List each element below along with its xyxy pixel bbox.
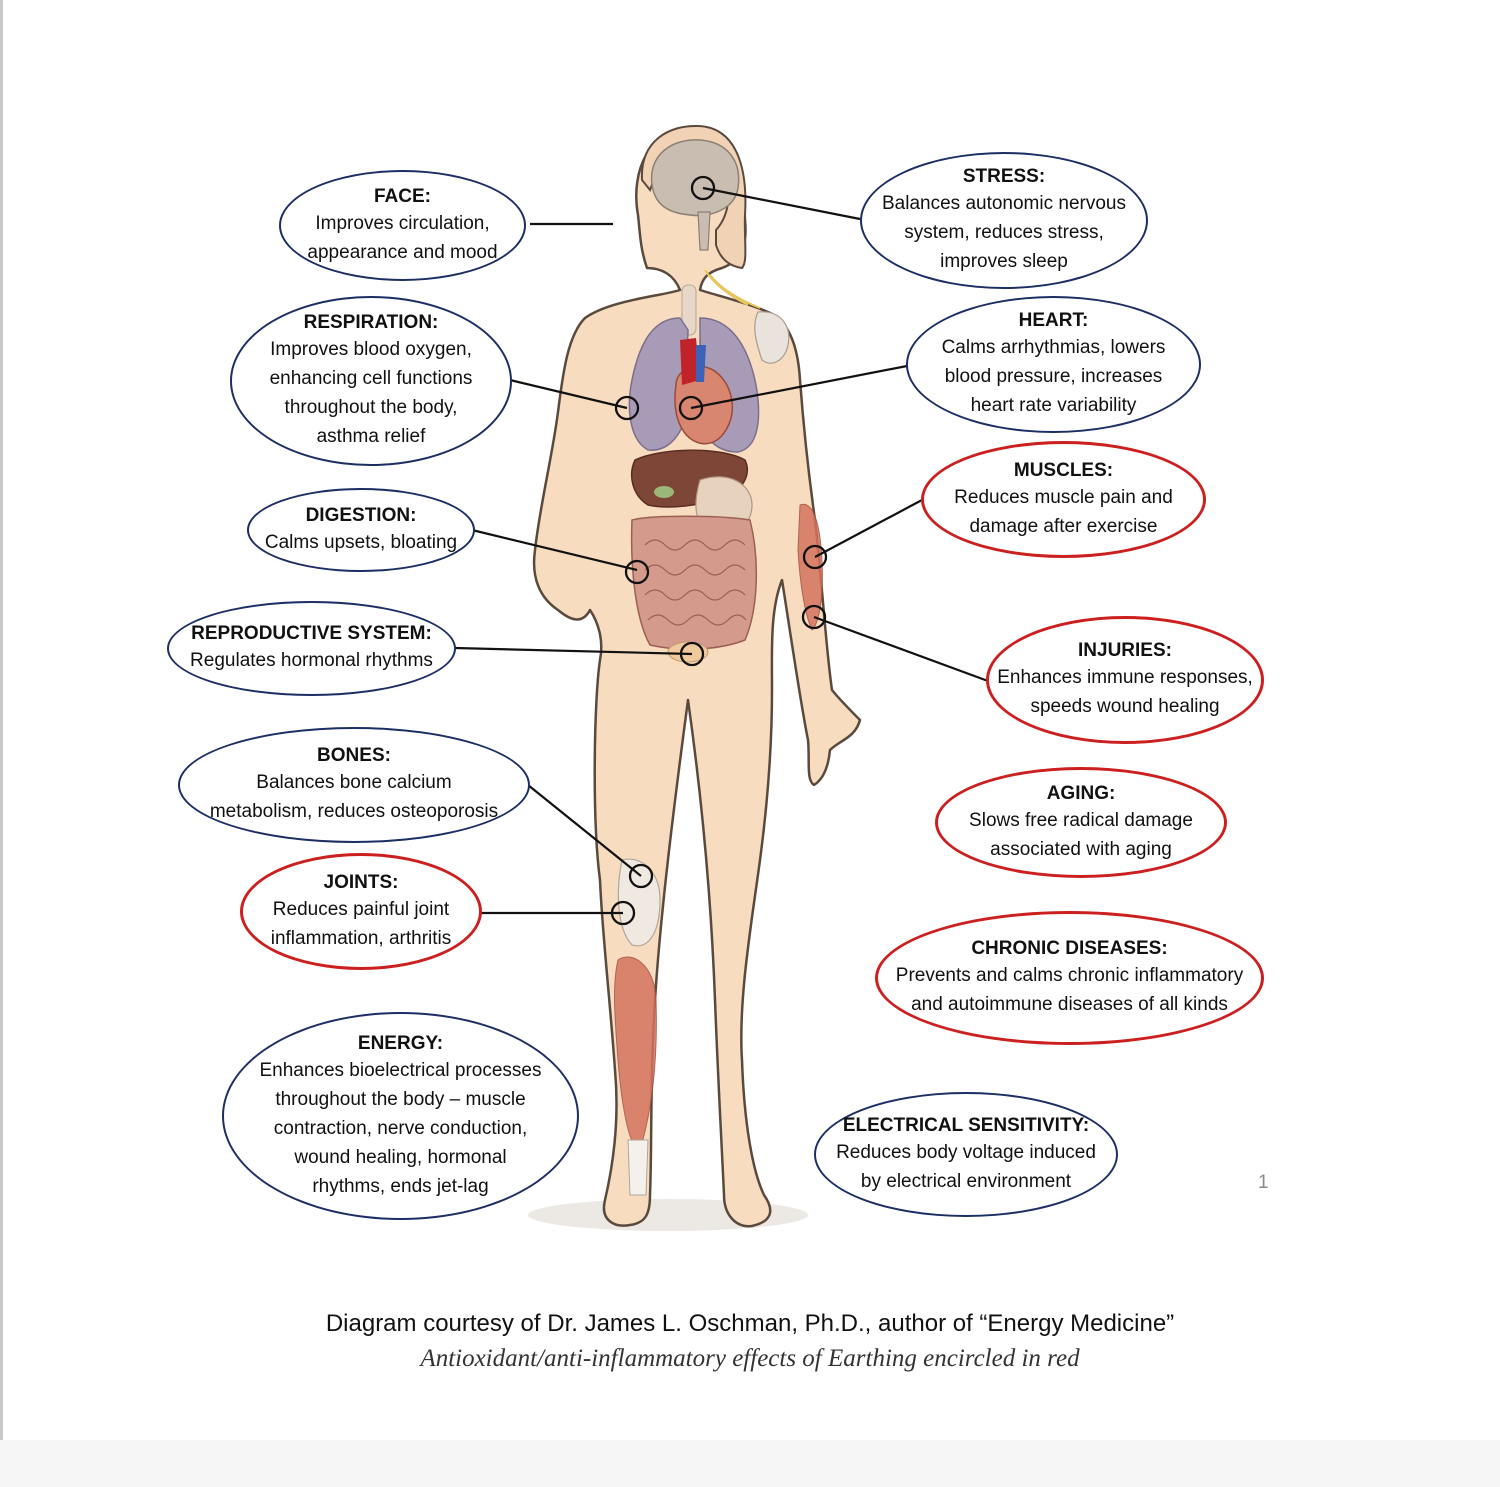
face-text: Improves circulation, appearance and moo… xyxy=(307,212,498,263)
bone-marker xyxy=(628,863,654,889)
aorta xyxy=(680,338,700,385)
face-title: FACE: xyxy=(374,185,431,207)
electrical-label: ELECTRICAL SENSITIVITY: Reduces body vol… xyxy=(814,1092,1118,1217)
digestion-label: DIGESTION: Calms upsets, bloating xyxy=(247,488,475,572)
credit-caption: Diagram courtesy of Dr. James L. Oschman… xyxy=(325,1310,1175,1337)
digestion-title: DIGESTION: xyxy=(305,504,417,526)
respiration-connector xyxy=(509,378,628,410)
stress-connector xyxy=(702,186,861,221)
energy-text: Enhances bioelectrical processes through… xyxy=(259,1059,542,1197)
reproductive-label: REPRODUCTIVE SYSTEM: Regulates hormonal … xyxy=(167,601,456,696)
heart-label: HEART: Calms arrhythmias, lowers blood p… xyxy=(906,296,1201,433)
electrical-text: Reduces body voltage induced by electric… xyxy=(836,1141,1096,1192)
bones-text: Balances bone calcium metabolism, reduce… xyxy=(209,772,499,822)
bladder xyxy=(667,641,709,663)
shoulder-joint xyxy=(754,311,790,364)
lung-right xyxy=(628,317,689,451)
heart-text: Calms arrhythmias, lowers blood pressure… xyxy=(941,337,1166,416)
energy-title: ENERGY: xyxy=(357,1032,444,1054)
muscle-marker xyxy=(802,544,828,570)
stress-title: STRESS: xyxy=(962,166,1046,187)
injuries-label: INJURIES: Enhances immune responses, spe… xyxy=(986,616,1264,744)
bottom-band xyxy=(0,1440,1500,1487)
bones-label: BONES: Balances bone calcium metabolism,… xyxy=(178,727,530,843)
aging-label: AGING: Slows free radical damage associa… xyxy=(935,767,1227,878)
injuries-text: Enhances immune responses, speeds wound … xyxy=(997,667,1253,717)
connector-lines xyxy=(454,186,989,915)
trachea xyxy=(681,284,697,336)
tendon xyxy=(627,1139,649,1196)
joints-text: Reduces painful joint inflammation, arth… xyxy=(270,898,452,949)
injuries-title: INJURIES: xyxy=(1078,640,1172,661)
wrist-marker xyxy=(801,604,827,630)
respiration-title: RESPIRATION: xyxy=(303,312,439,333)
lung-marker xyxy=(614,395,640,421)
chronic-text: Prevents and calms chronic inflammatory … xyxy=(895,965,1244,1015)
note-caption: Antioxidant/anti-inflammatory effects of… xyxy=(420,1345,1080,1372)
muscles-label: MUSCLES: Reduces muscle pain and damage … xyxy=(921,441,1206,558)
brain xyxy=(650,139,740,217)
left-edge-line xyxy=(0,0,3,1487)
reproductive-marker xyxy=(679,641,705,667)
vena-cava xyxy=(696,345,706,382)
digestion-text: Calms upsets, bloating xyxy=(264,531,458,553)
digestion-connector xyxy=(471,528,638,572)
muscles-title: MUSCLES: xyxy=(1013,459,1114,481)
chronic-title: CHRONIC DISEASES: xyxy=(971,938,1168,959)
muscles-text: Reduces muscle pain and damage after exe… xyxy=(954,486,1173,537)
face-label: FACE: Improves circulation, appearance a… xyxy=(279,170,526,281)
chronic-label: CHRONIC DISEASES: Prevents and calms chr… xyxy=(875,911,1264,1045)
respiration-text: Improves blood oxygen, enhancing cell fu… xyxy=(269,339,473,447)
electrical-title: ELECTRICAL SENSITIVITY: xyxy=(842,1114,1090,1136)
heart-title: HEART: xyxy=(1018,310,1089,331)
bones-title: BONES: xyxy=(317,745,391,766)
intestine-marker xyxy=(624,559,650,585)
aging-text: Slows free radical damage associated wit… xyxy=(969,809,1193,860)
energy-label: ENERGY: Enhances bioelectrical processes… xyxy=(222,1012,579,1220)
injuries-connector xyxy=(813,615,989,683)
brain-marker xyxy=(690,175,716,201)
aging-title: AGING: xyxy=(1046,782,1116,804)
markers xyxy=(610,175,828,926)
heart-marker xyxy=(678,395,704,421)
stress-text: Balances autonomic nervous system, reduc… xyxy=(882,193,1126,272)
stress-label: STRESS: Balances autonomic nervous syste… xyxy=(860,152,1148,289)
reproductive-title: REPRODUCTIVE SYSTEM: xyxy=(191,623,432,644)
reproductive-text: Regulates hormonal rhythms xyxy=(190,650,433,671)
muscles-connector xyxy=(814,499,923,558)
body-silhouette xyxy=(532,125,862,1228)
joint-marker xyxy=(610,900,636,926)
brainstem xyxy=(697,211,711,251)
respiration-label: RESPIRATION: Improves blood oxygen, enha… xyxy=(230,296,512,466)
intestines xyxy=(630,515,758,650)
intestine-folds xyxy=(644,539,747,626)
gallbladder xyxy=(654,486,674,498)
heart-connector xyxy=(690,364,908,410)
joints-title: JOINTS: xyxy=(323,871,399,893)
joints-label: JOINTS: Reduces painful joint inflammati… xyxy=(240,853,482,970)
page-number: 1 xyxy=(1258,1172,1269,1193)
neck-nerves xyxy=(704,269,761,309)
reproductive-connector xyxy=(454,646,693,656)
bones-connector xyxy=(527,784,642,877)
